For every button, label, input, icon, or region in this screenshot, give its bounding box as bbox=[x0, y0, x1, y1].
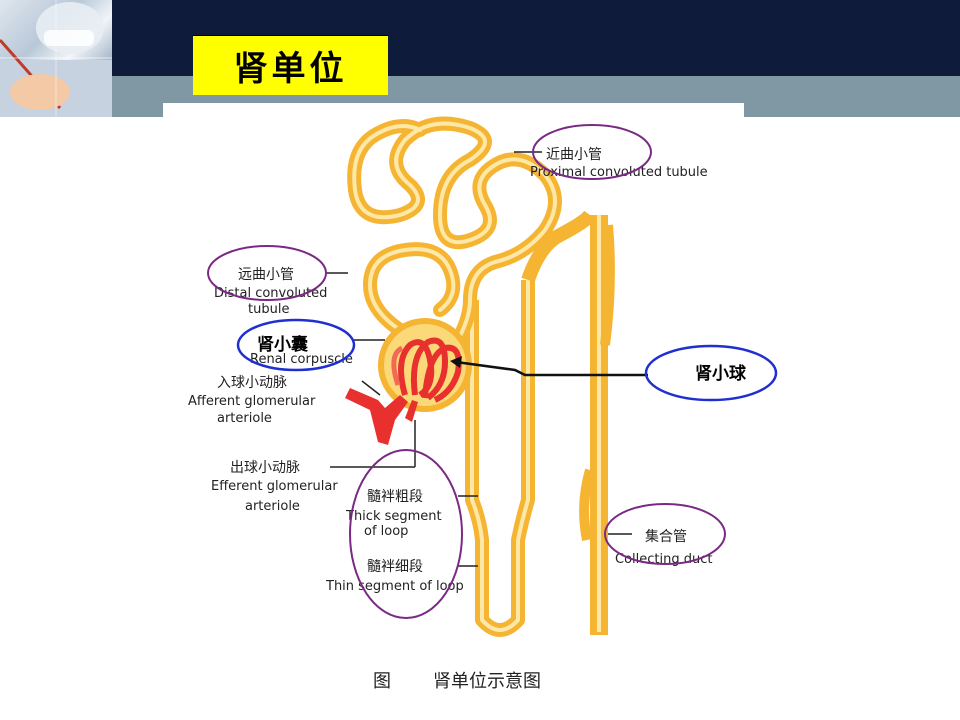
glomerulus-cn-label: 肾小球 bbox=[695, 364, 747, 384]
efferent-en-label-2: arteriole bbox=[245, 499, 300, 514]
convoluted-tubules bbox=[347, 116, 596, 352]
loop-of-henle bbox=[465, 280, 535, 637]
collecting-en-label: Collecting duct bbox=[615, 552, 712, 567]
header-photo bbox=[0, 0, 112, 117]
collecting-duct bbox=[579, 215, 615, 635]
label-afferent: 入球小动脉 Afferent glomerular arteriole bbox=[188, 375, 316, 426]
proximal-highlight-ellipse bbox=[532, 124, 652, 180]
highlight-ellipses bbox=[207, 124, 778, 619]
label-thin: 髓袢细段 Thin segment of loop bbox=[325, 559, 464, 594]
distal-highlight-ellipse bbox=[207, 245, 327, 301]
proximal-cn-label: 近曲小管 bbox=[546, 147, 602, 163]
thin-en-label: Thin segment of loop bbox=[325, 579, 464, 594]
label-glomerulus: 肾小球 bbox=[695, 364, 747, 384]
afferent-en-label-1: Afferent glomerular bbox=[188, 394, 316, 409]
label-collecting: 集合管 Collecting duct bbox=[615, 528, 712, 567]
capsule-highlight-ellipse bbox=[236, 318, 356, 372]
distal-en-label-2: tubule bbox=[248, 302, 289, 317]
collecting-cn-label: 集合管 bbox=[645, 528, 687, 545]
figure-caption: 图 肾单位示意图 bbox=[373, 671, 541, 692]
lab-photo-graphic bbox=[0, 0, 112, 117]
label-efferent: 出球小动脉 Efferent glomerular arteriole bbox=[211, 460, 338, 514]
capsule-cn-label: 肾小囊 bbox=[257, 334, 308, 355]
thick-cn-label: 髓袢粗段 bbox=[367, 489, 423, 505]
distal-cn-label: 远曲小管 bbox=[238, 267, 294, 283]
glomerulus-arrow bbox=[450, 356, 648, 377]
glomerulus-highlight-ellipse bbox=[644, 344, 778, 402]
caption-prefix: 图 bbox=[373, 671, 391, 692]
arterioles bbox=[345, 388, 418, 445]
efferent-cn-label: 出球小动脉 bbox=[230, 460, 300, 476]
caption-text: 肾单位示意图 bbox=[433, 671, 541, 692]
efferent-en-label-1: Efferent glomerular bbox=[211, 479, 338, 494]
loop-highlight-ellipse bbox=[349, 449, 463, 619]
collecting-highlight-ellipse bbox=[604, 503, 726, 565]
thick-en-label-1: Thick segment bbox=[345, 509, 442, 524]
afferent-en-label-2: arteriole bbox=[217, 411, 272, 426]
label-thick: 髓袢粗段 Thick segment of loop bbox=[345, 489, 442, 539]
proximal-en-label: Proximal convoluted tubule bbox=[530, 165, 708, 180]
header-dark-band bbox=[0, 0, 960, 76]
label-proximal: 近曲小管 Proximal convoluted tubule bbox=[530, 147, 708, 180]
thick-en-label-2: of loop bbox=[364, 524, 408, 539]
capsule-en-label: Renal corpuscle bbox=[250, 352, 353, 367]
glomerulus bbox=[391, 337, 462, 403]
label-capsule: Renal corpuscle 肾小囊 bbox=[250, 334, 353, 367]
afferent-cn-label: 入球小动脉 bbox=[217, 375, 287, 391]
slide-title: 肾单位 bbox=[193, 35, 388, 95]
diagram-panel-top bbox=[163, 103, 744, 117]
thin-cn-label: 髓袢细段 bbox=[367, 559, 423, 575]
